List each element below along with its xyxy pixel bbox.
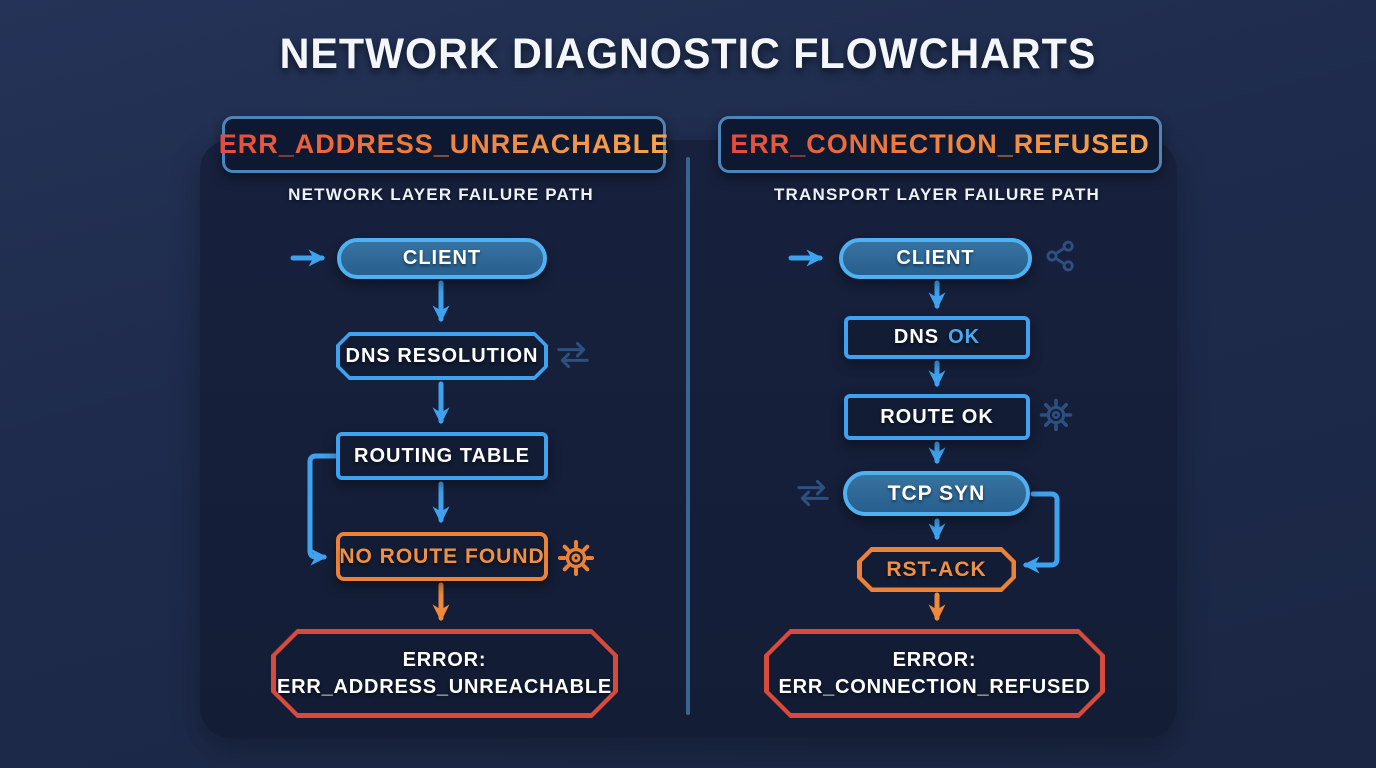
error-code-text: ERR_CONNECTION_REFUSED [778, 675, 1091, 698]
page-title: NETWORK DIAGNOSTIC FLOWCHARTS [279, 30, 1097, 78]
error-text: ERROR: ERR_CONNECTION_REFUSED [778, 647, 1090, 700]
left-node-no-route-found: NO ROUTE FOUND [336, 532, 548, 581]
node-label: ROUTING TABLE [354, 444, 530, 467]
left-subtitle: NETWORK LAYER FAILURE PATH [288, 185, 594, 204]
left-error-code: ERR_ADDRESS_UNREACHABLE [218, 129, 670, 159]
right-error-code-box: ERR_CONNECTION_REFUSED [718, 116, 1162, 173]
left-node-routing-table: ROUTING TABLE [336, 432, 548, 480]
right-node-route-ok: ROUTE OK [844, 394, 1030, 440]
right-branch-tcpsyn-to-rstack [1022, 491, 1060, 574]
error-title: ERROR: [892, 649, 977, 672]
right-node-client: CLIENT [839, 238, 1032, 279]
right-node-tcp-syn: TCP SYN [843, 471, 1030, 516]
left-node-error: ERROR: ERR_ADDRESS_UNREACHABLE [271, 629, 618, 718]
gear-icon [1039, 398, 1073, 432]
node-label: CLIENT [896, 247, 975, 269]
node-label: DNS [893, 326, 940, 348]
error-code-text: ERR_ADDRESS_UNREACHABLE [276, 675, 613, 698]
left-node-dns-resolution: DNS RESOLUTION [336, 332, 548, 380]
column-divider [686, 157, 690, 715]
node-label: CLIENT [402, 247, 482, 269]
right-subtitle: TRANSPORT LAYER FAILURE PATH [773, 185, 1101, 204]
right-node-error: ERROR: ERR_CONNECTION_REFUSED [764, 629, 1105, 718]
transfer-arrows-icon [797, 479, 829, 507]
node-label: DNS RESOLUTION [345, 344, 539, 367]
left-error-code-box: ERR_ADDRESS_UNREACHABLE [219, 116, 668, 173]
share-icon [1046, 240, 1074, 272]
node-label: TCP SYN [887, 481, 986, 505]
node-label: ROUTE OK [880, 405, 994, 428]
right-error-code: ERR_CONNECTION_REFUSED [730, 129, 1150, 159]
transfer-arrows-icon [557, 341, 589, 369]
node-status-label: OK [948, 326, 981, 348]
right-node-dns-ok: DNS OK [844, 316, 1030, 359]
gear-icon [558, 540, 594, 576]
node-label: NO ROUTE FOUND [339, 544, 545, 568]
node-label: RST-ACK [886, 557, 987, 581]
error-title: ERROR: [402, 649, 487, 672]
left-branch-routing-to-noroute [307, 453, 339, 566]
left-node-client: CLIENT [337, 238, 547, 279]
error-text: ERROR: ERR_ADDRESS_UNREACHABLE [277, 647, 612, 700]
right-node-rst-ack: RST-ACK [857, 547, 1016, 592]
